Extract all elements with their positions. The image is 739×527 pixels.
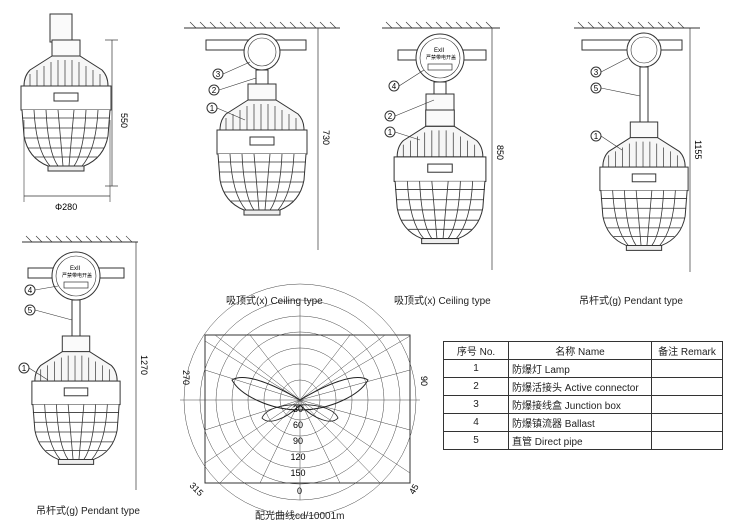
fixture3-callouts: 4 2 1 xyxy=(384,69,435,141)
row-name: 防爆活接头 Active connector xyxy=(508,377,652,396)
radial-label-60: 60 xyxy=(293,420,303,430)
radial-label-90: 90 xyxy=(293,436,303,446)
lamp-fixture-ceiling-small xyxy=(184,21,340,250)
polar-radial-labels: 30 60 90 120 150 xyxy=(290,404,305,478)
callout-2: 2 xyxy=(388,112,393,121)
caption-pendant-type-2: 吊杆式(g) Pendant type xyxy=(36,506,140,517)
callout-4: 4 xyxy=(392,82,397,91)
callout-5: 5 xyxy=(594,84,599,93)
row-remark xyxy=(651,395,723,414)
fixture5-height: 1270 xyxy=(139,355,149,375)
callout-1: 1 xyxy=(594,132,599,141)
callout-1: 1 xyxy=(388,128,393,137)
polar-bottom-right-label: 45 xyxy=(407,482,421,496)
polar-diagram xyxy=(180,283,420,517)
row-name: 直管 Direct pipe xyxy=(508,431,652,450)
fixture5-callouts: 4 5 1 xyxy=(18,284,73,381)
callout-2: 2 xyxy=(212,86,217,95)
table-row: 4 防爆镇流器 Ballast xyxy=(443,413,723,432)
row-remark xyxy=(651,359,723,378)
table-row: 2 防爆活接头 Active connector xyxy=(443,377,723,396)
radial-label-30: 30 xyxy=(293,404,303,414)
header-name: 名称 Name xyxy=(508,341,652,360)
box5-label-line2: 严禁带电开盖 xyxy=(62,272,92,279)
polar-right-label: 90 xyxy=(419,376,429,386)
polar-caption: 配光曲线cd/10001m xyxy=(255,511,345,522)
row-no: 1 xyxy=(443,359,509,378)
box-label-line1: ExII xyxy=(434,48,445,54)
parts-table: 序号 No. 名称 Name 备注 Remark 1 防爆灯 Lamp 2 防爆… xyxy=(443,341,723,450)
fixture4-height: 1155 xyxy=(693,140,703,159)
fixture4-callouts: 3 5 1 xyxy=(590,57,641,151)
radial-label-120: 120 xyxy=(290,452,305,462)
lamp-fixture-pendant xyxy=(574,21,700,272)
row-remark xyxy=(651,413,723,432)
fixture3-height: 850 xyxy=(495,145,505,160)
row-no: 5 xyxy=(443,431,509,450)
row-name: 防爆灯 Lamp xyxy=(508,359,652,378)
table-row: 5 直管 Direct pipe xyxy=(443,431,723,450)
callout-3: 3 xyxy=(594,68,599,77)
row-no: 3 xyxy=(443,395,509,414)
caption-pendant-type-1: 吊杆式(g) Pendant type xyxy=(579,296,683,307)
polar-bottom-center-label: 0 xyxy=(297,486,302,496)
header-remark: 备注 Remark xyxy=(651,341,723,360)
polar-left-label: 270 xyxy=(181,370,191,385)
radial-label-150: 150 xyxy=(290,468,305,478)
fixture1-height: 550 xyxy=(119,113,129,128)
callout-1: 1 xyxy=(210,104,215,113)
polar-bottom-left-label: 315 xyxy=(188,480,206,498)
table-header-row: 序号 No. 名称 Name 备注 Remark xyxy=(443,341,723,360)
row-no: 4 xyxy=(443,413,509,432)
lamp-fixture-ceiling-box xyxy=(382,21,500,270)
table-row: 1 防爆灯 Lamp xyxy=(443,359,723,378)
callout-4: 4 xyxy=(28,286,33,295)
box5-label-line1: ExII xyxy=(70,266,81,272)
row-name: 防爆接线盒 Junction box xyxy=(508,395,652,414)
lamp-fixture-pendant-box xyxy=(22,235,138,490)
row-no: 2 xyxy=(443,377,509,396)
table-row: 3 防爆接线盒 Junction box xyxy=(443,395,723,414)
header-no: 序号 No. xyxy=(443,341,509,360)
caption-ceiling-type-2: 吸顶式(x) Ceiling type xyxy=(394,296,491,307)
row-name: 防爆镇流器 Ballast xyxy=(508,413,652,432)
fixture1-width: Φ280 xyxy=(55,202,77,212)
box-label-line2: 严禁带电开盖 xyxy=(426,54,456,61)
fixture2-height: 730 xyxy=(321,130,331,145)
callout-1: 1 xyxy=(22,364,27,373)
callout-5: 5 xyxy=(28,306,33,315)
row-remark xyxy=(651,431,723,450)
row-remark xyxy=(651,377,723,396)
callout-3: 3 xyxy=(216,70,221,79)
fixture2-callouts: 3 2 1 xyxy=(206,61,257,121)
lamp-fixture-basic xyxy=(20,13,118,202)
caption-ceiling-type-1: 吸顶式(x) Ceiling type xyxy=(226,296,323,307)
